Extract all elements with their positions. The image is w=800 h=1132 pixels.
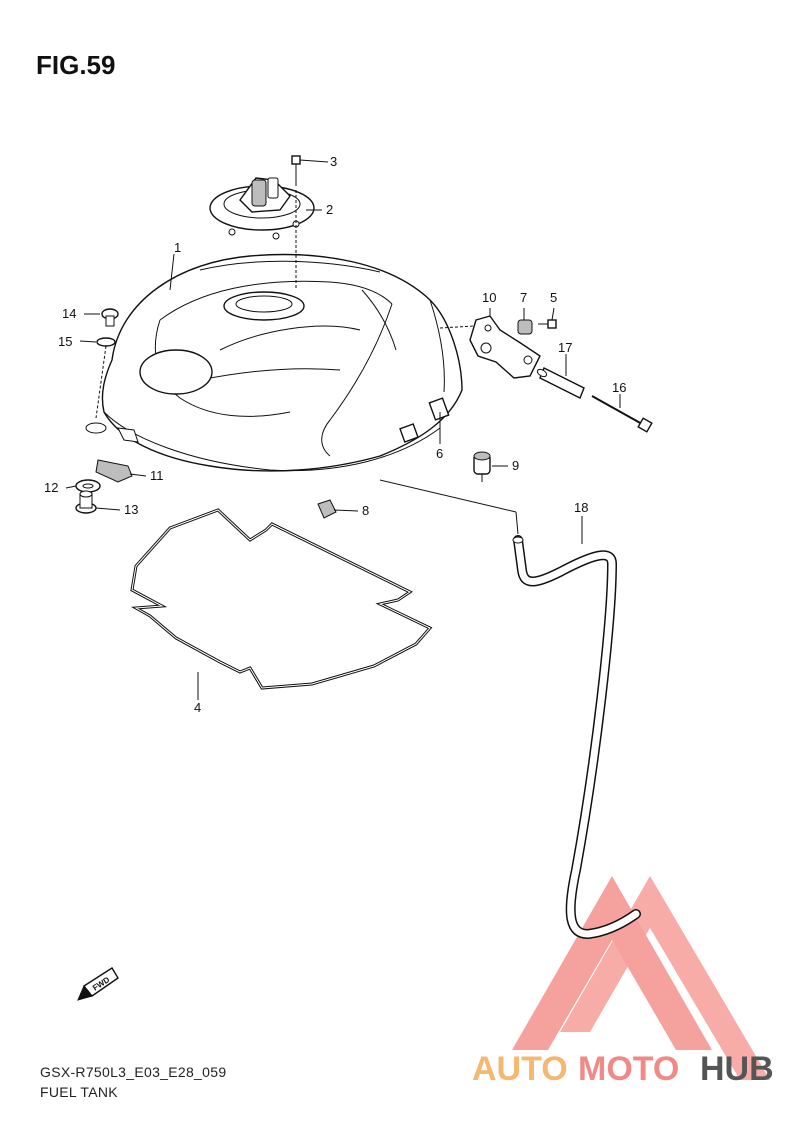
rear-damper (473, 451, 491, 482)
watermark-moto: MOTO (578, 1050, 679, 1088)
callout-15: 15 (58, 334, 72, 349)
callout-12: 12 (44, 480, 58, 495)
callout-5: 5 (550, 290, 557, 305)
callout-3: 3 (330, 154, 337, 169)
pivot-bolt (591, 395, 653, 433)
callout-13: 13 (124, 502, 138, 517)
forward-arrow-icon: FWD (77, 967, 119, 1001)
bracket-bolt (538, 319, 557, 329)
tank-seal-gasket (130, 508, 433, 690)
cap-bolt (291, 155, 301, 186)
front-bolt (101, 308, 119, 327)
fuel-tank-body (85, 253, 463, 472)
callout-7: 7 (520, 290, 527, 305)
callout-18: 18 (574, 500, 588, 515)
front-washer (96, 337, 116, 347)
section-name: FUEL TANK (40, 1084, 118, 1100)
watermark-triangle (512, 876, 770, 1080)
rear-cushion (75, 479, 101, 493)
leader-lines (65, 159, 621, 700)
callout-10: 10 (482, 290, 496, 305)
callout-1: 1 (174, 240, 181, 255)
pivot-spacer (536, 367, 585, 399)
fuel-cap-assembly (209, 177, 315, 240)
hose-clip (317, 499, 337, 519)
callout-11: 11 (150, 468, 164, 483)
model-code: GSX-R750L3_E03_E28_059 (40, 1064, 227, 1080)
callout-6: 6 (436, 446, 443, 461)
callout-2: 2 (326, 202, 333, 217)
drain-hose (512, 535, 641, 940)
tank-bracket (95, 459, 133, 483)
callout-4: 4 (194, 700, 201, 715)
watermark-logo: AUTO MOTO HUB (472, 1050, 774, 1088)
watermark-hub: HUB (700, 1050, 774, 1088)
rear-collar (75, 490, 97, 514)
callout-16: 16 (612, 380, 626, 395)
callout-8: 8 (362, 503, 369, 518)
callout-9: 9 (512, 458, 519, 473)
figure-title: FIG.59 (36, 50, 116, 80)
callout-17: 17 (558, 340, 572, 355)
bracket-collar (517, 319, 533, 335)
rear-mount-bracket (469, 315, 541, 379)
callout-labels: 1 2 3 4 5 6 7 8 9 10 11 12 13 14 15 16 1… (44, 154, 626, 715)
callout-14: 14 (62, 306, 76, 321)
watermark-auto: AUTO (472, 1050, 568, 1088)
